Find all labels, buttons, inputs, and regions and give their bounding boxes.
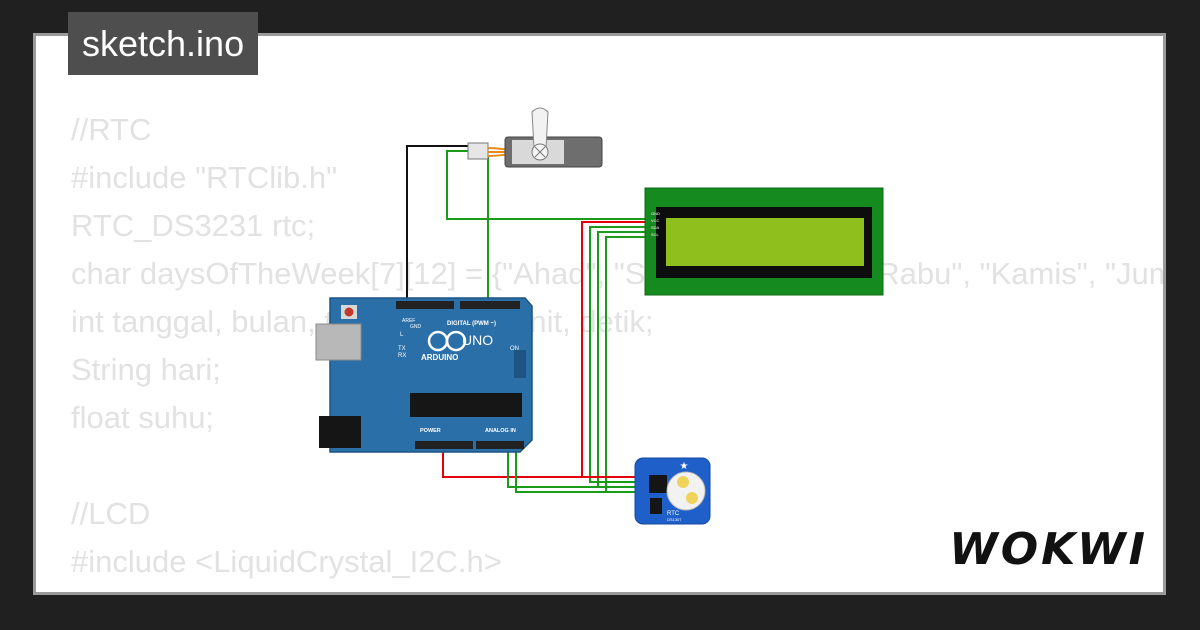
code-line: //LCD: [71, 496, 151, 531]
atmega-chip: [410, 393, 522, 417]
digital-header-right: [460, 301, 520, 309]
code-line: char daysOfTheWeek[7][12] = {"Ahad", "Se…: [71, 256, 1163, 291]
wire-servo-gnd: [406, 145, 472, 302]
wire-rtc-sda: [507, 447, 640, 488]
analog-label: ANALOG IN: [485, 428, 516, 434]
wire-servo-signal: [472, 155, 489, 302]
sketch-card: //RTC #include "RTClib.h" RTC_DS3231 rtc…: [33, 33, 1166, 595]
servo-horn: [531, 107, 549, 149]
rx-led-label: RX: [398, 353, 406, 359]
on-led-label: ON: [510, 346, 519, 352]
arduino-model-label: UNO: [462, 332, 493, 348]
lcd-pin-label: SCL: [651, 232, 660, 237]
code-editor: //RTC #include "RTClib.h" RTC_DS3231 rtc…: [71, 106, 1163, 592]
lcd-pin-label: GND: [651, 211, 660, 216]
code-line: #include "RTClib.h": [71, 160, 338, 195]
wire-lcd-vcc: [589, 226, 648, 483]
code-line: String hari;: [71, 352, 221, 387]
aref-label: AREF: [402, 318, 415, 324]
lcd-pin-label: VCC: [651, 218, 660, 223]
servo-motor[interactable]: [467, 107, 603, 168]
wire-rtc-5v: [442, 447, 640, 478]
gnd-label: GND: [410, 324, 422, 330]
arduino-uno-board[interactable]: UNO ARDUINO DIGITAL (PWM ~) POWER ANALOG…: [315, 297, 533, 453]
rtc-module[interactable]: ★ RTC DS1307: [634, 457, 711, 525]
l-led-label: L: [400, 332, 404, 338]
digital-pins-label: DIGITAL (PWM ~): [447, 321, 496, 327]
power-label: POWER: [420, 428, 441, 434]
code-line: RTC_DS3231 rtc;: [71, 208, 316, 243]
wire-rtc-scl: [515, 447, 640, 493]
servo-connector: [467, 142, 489, 160]
wire-lcd-gnd: [581, 221, 648, 478]
usb-port: [315, 323, 362, 361]
code-line: //RTC: [71, 112, 152, 147]
lcd-pin-label: SDA: [651, 225, 660, 230]
digital-header-left: [396, 301, 454, 309]
wire-servo-vcc: [446, 150, 648, 220]
rtc-chip: [649, 475, 667, 493]
wires: [406, 145, 648, 493]
rtc-chip-label: DS1307: [667, 517, 682, 522]
analog-header: [476, 441, 524, 449]
wire-lcd-scl: [605, 236, 648, 493]
star-logo-icon: ★: [680, 461, 689, 472]
rtc-crystal: [650, 498, 662, 514]
lcd-16x2[interactable]: GND VCC SDA SCL: [644, 187, 884, 296]
arduino-brand-label: ARDUINO: [421, 353, 458, 362]
rtc-label: RTC: [667, 511, 680, 517]
tx-led-label: TX: [398, 346, 406, 352]
power-header: [415, 441, 473, 449]
wokwi-logo: WOKWI: [949, 524, 1148, 575]
sketch-title-tab[interactable]: sketch.ino: [68, 12, 259, 75]
lcd-screen: [666, 218, 864, 266]
code-line: float suhu;: [71, 400, 215, 435]
code-line: #include <LiquidCrystal_I2C.h>: [71, 544, 502, 579]
power-jack: [319, 416, 361, 448]
